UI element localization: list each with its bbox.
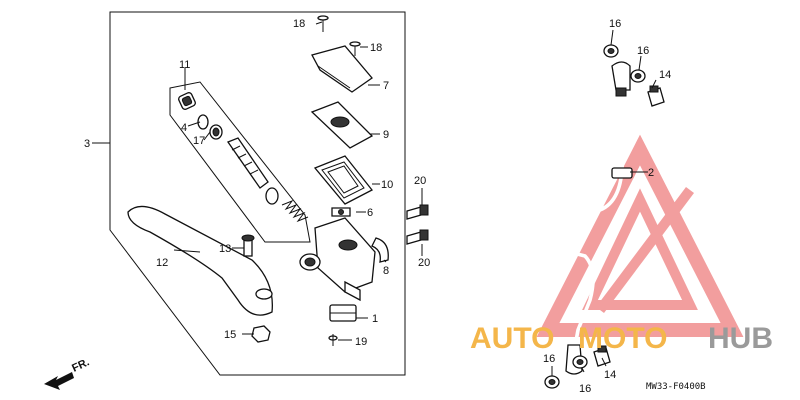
clip-6 — [331, 207, 351, 217]
callout-20-b: 20 — [418, 257, 430, 269]
bolt-20-upper — [406, 204, 429, 220]
leader-lines — [173, 21, 657, 376]
callout-17: 17 — [193, 135, 205, 147]
callout-18-b: 18 — [370, 42, 382, 54]
watermark-text: AUTO MOTO HUB — [470, 322, 773, 355]
callout-8: 8 — [383, 265, 389, 277]
callout-16-d: 16 — [579, 383, 591, 395]
callout-10: 10 — [381, 179, 393, 191]
callout-16-b: 16 — [637, 45, 649, 57]
nut-15 — [251, 325, 271, 343]
screw-18-top — [317, 15, 329, 32]
callout-2: 2 — [648, 167, 654, 179]
piston-parts — [178, 92, 309, 223]
watermark-auto: AUTO — [470, 322, 554, 355]
reservoir-plate — [310, 101, 374, 149]
screw-18-side — [349, 41, 361, 56]
callout-19: 19 — [355, 336, 367, 348]
callout-18-a: 18 — [293, 18, 305, 30]
master-cylinder-body — [299, 217, 376, 302]
callout-20-a: 20 — [414, 175, 426, 187]
callout-16-a: 16 — [609, 18, 621, 30]
assembly-outline — [109, 11, 406, 376]
callout-3: 3 — [84, 138, 90, 150]
callout-14-bottom: 14 — [604, 369, 616, 381]
callout-15: 15 — [224, 329, 236, 341]
banjo-bolt-14-top — [647, 85, 665, 107]
callout-11: 11 — [179, 59, 190, 71]
callout-12: 12 — [156, 257, 168, 269]
callout-16-c: 16 — [543, 353, 555, 365]
reservoir-cap — [311, 45, 373, 93]
callout-7: 7 — [383, 80, 389, 92]
watermark-hub: HUB — [708, 322, 773, 355]
bolt-20-lower — [406, 229, 429, 245]
callout-4: 4 — [181, 122, 187, 134]
washer-16-d — [572, 355, 588, 369]
brake-switch — [329, 304, 357, 322]
screw-19 — [328, 334, 338, 346]
clamp-8 — [371, 237, 389, 263]
direction-label: FR. — [70, 356, 91, 374]
washer-16-b — [630, 69, 646, 83]
piston-kit-outline — [169, 81, 311, 243]
diagram-code: MW33-F0400B — [646, 382, 706, 392]
pivot-bolt-13 — [241, 234, 255, 257]
watermark-logo — [536, 134, 744, 337]
watermark-moto: MOTO — [578, 322, 667, 355]
diaphragm — [313, 155, 373, 205]
callout-1: 1 — [372, 313, 378, 325]
front-direction-indicator: FR. — [44, 356, 91, 390]
banjo-bolt-14-bottom — [593, 345, 611, 367]
callout-14-top: 14 — [659, 69, 671, 81]
callout-9: 9 — [383, 129, 389, 141]
callout-13: 13 — [219, 243, 231, 255]
arrow-icon — [44, 372, 74, 390]
washer-16-a — [603, 44, 619, 58]
brake-lever — [127, 205, 273, 316]
washer-16-c — [544, 375, 560, 389]
callout-6: 6 — [367, 207, 373, 219]
